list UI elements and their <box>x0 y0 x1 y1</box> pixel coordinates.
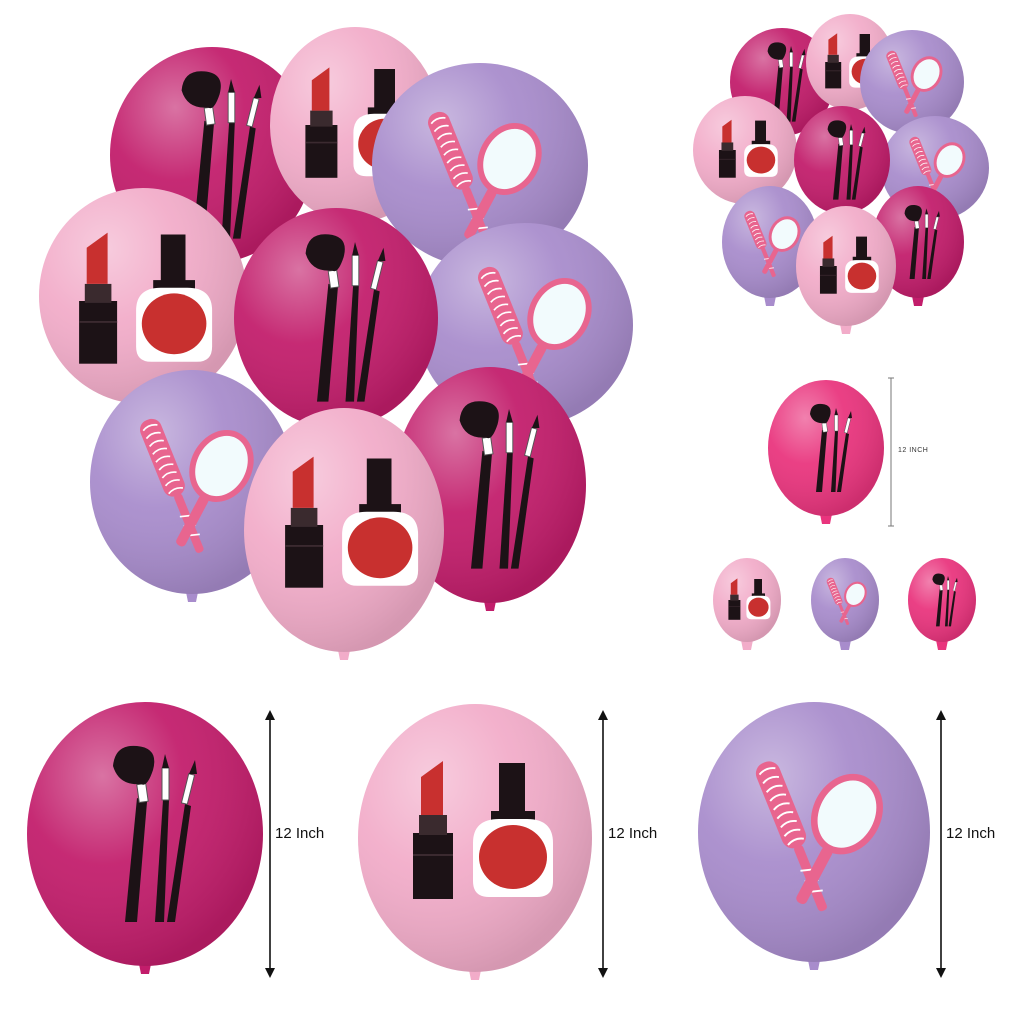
brush-balloon-size-label: 12 Inch <box>275 825 325 842</box>
balloon-knot <box>741 640 753 650</box>
makeup-brushes-icon <box>459 401 540 569</box>
mirror-balloon-size-label: 12 Inch <box>946 825 996 842</box>
small-size-label: 12 INCH <box>898 447 929 454</box>
balloon-lipstick-and-nail-polish <box>39 188 247 412</box>
size-arrow <box>265 710 275 978</box>
size-arrow <box>936 710 946 978</box>
balloon-lipstick-and-nail-polish <box>796 206 896 334</box>
hairbrush-mirror-icon <box>427 111 542 246</box>
lipstick-nail-polish-icon <box>819 235 879 294</box>
balloon-knot <box>840 324 852 334</box>
balloon-lipstick-and-nail-polish <box>693 96 797 212</box>
balloon-hairbrush-and-mirror <box>90 370 294 602</box>
makeup-brushes-icon <box>932 573 958 627</box>
hairbrush-mirror-icon <box>826 577 867 626</box>
lipstick-balloon-size-label: 12 Inch <box>608 825 658 842</box>
balloon-knot <box>469 970 481 980</box>
balloon-shine <box>908 558 976 642</box>
dimension-lines <box>265 377 946 978</box>
hairbrush-mirror-icon <box>886 50 943 118</box>
hairbrush-mirror-icon <box>744 210 801 278</box>
balloon-hairbrush-and-mirror <box>698 702 930 970</box>
makeup-brushes-icon <box>305 234 386 402</box>
balloon-hairbrush-and-mirror <box>811 558 879 650</box>
balloon-knot <box>338 650 350 660</box>
hairbrush-mirror-icon <box>755 761 883 912</box>
balloon-shine <box>234 208 438 428</box>
balloon-knot <box>764 296 776 306</box>
balloon-knot <box>139 964 151 974</box>
balloon-knot <box>912 296 924 306</box>
balloon-knot <box>808 960 820 970</box>
makeup-brushes-icon <box>904 204 940 279</box>
balloon-knot <box>186 592 198 602</box>
balloon-makeup-brushes <box>908 558 976 650</box>
balloon-hairbrush-and-mirror <box>860 30 964 142</box>
balloon-knot <box>936 640 948 650</box>
lipstick-nail-polish-icon <box>718 119 778 178</box>
balloon-knot <box>839 640 851 650</box>
makeup-brushes-icon <box>810 403 852 492</box>
balloon-makeup-brushes <box>794 106 890 222</box>
balloon-lipstick-and-nail-polish <box>713 558 781 650</box>
hairbrush-mirror-icon <box>139 418 254 553</box>
makeup-brushes-icon <box>181 71 262 239</box>
makeup-brushes-icon <box>113 745 197 922</box>
balloon-shine <box>27 702 263 966</box>
lipstick-nail-polish-icon <box>79 232 213 364</box>
balloon-hairbrush-and-mirror <box>372 63 588 275</box>
balloon-makeup-brushes <box>234 208 438 436</box>
lipstick-nail-polish-icon <box>728 578 771 620</box>
balloon-makeup-brushes <box>768 380 884 524</box>
balloon-hairbrush-and-mirror <box>722 186 818 306</box>
balloon-lipstick-and-nail-polish <box>244 408 444 660</box>
balloon-shine <box>794 106 890 214</box>
balloon-shine <box>768 380 884 516</box>
size-arrow <box>598 710 608 978</box>
balloon-makeup-brushes <box>27 702 263 974</box>
balloon-layer <box>27 14 989 980</box>
makeup-brushes-icon <box>827 120 866 200</box>
balloon-knot <box>820 514 832 524</box>
balloon-lipstick-and-nail-polish <box>358 704 592 980</box>
lipstick-nail-polish-icon <box>285 456 419 588</box>
lipstick-nail-polish-icon <box>413 761 553 899</box>
balloon-knot <box>484 601 496 611</box>
